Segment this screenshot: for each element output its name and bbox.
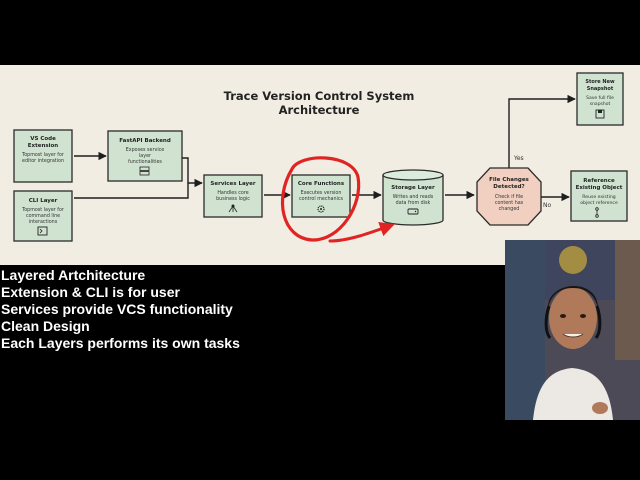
node-desc-line: Save full file: [586, 95, 614, 101]
node-desc-line: business logic: [216, 196, 250, 202]
node-file-changes-decision: File Changes Detected? Check if file con…: [476, 167, 542, 226]
bullet-item: Services provide VCS functionality: [1, 301, 233, 317]
node-title-line: Existing Object: [576, 185, 623, 191]
gear-icon: [317, 205, 325, 213]
arrow-cli-to-services: [74, 183, 189, 199]
node-vscode-extension: VS Code Extension Topmost layer for edit…: [13, 129, 73, 183]
node-title-line: Reference: [583, 178, 615, 184]
node-desc-line: object reference: [580, 200, 618, 206]
node-desc-line: changed: [499, 206, 520, 212]
diagram-title-line2: Architecture: [279, 103, 360, 117]
node-desc-line: Topmost layer for: [21, 207, 64, 213]
disk-icon: [407, 208, 419, 215]
server-icon: [139, 166, 150, 176]
arrow-fastapi-to-services: [182, 157, 203, 188]
webcam-presenter: [505, 240, 640, 420]
node-desc-line: Handles core: [217, 190, 248, 196]
node-services-layer: Services Layer Handles core business log…: [203, 174, 263, 218]
node-title-line: Detected?: [493, 184, 524, 190]
node-reference-existing: Reference Existing Object Reuse existing…: [570, 170, 628, 222]
branch-icon: [595, 207, 599, 218]
node-desc-line: content has: [495, 200, 524, 206]
node-desc-line: layer: [139, 153, 151, 159]
node-title-line: Services Layer: [210, 181, 255, 187]
node-title-line: File Changes: [489, 177, 529, 183]
no-label: No: [543, 202, 551, 209]
node-title-line: Extension: [28, 143, 59, 149]
architecture-diagram: Trace Version Control System Architectur…: [0, 65, 640, 265]
bullet-item: Clean Design: [1, 318, 90, 334]
yes-label: Yes: [513, 155, 524, 162]
node-fastapi-backend: FastAPI Backend Exposes service layer fu…: [107, 130, 183, 182]
bullet-list: Layered Artchitecture Extension & CLI is…: [1, 267, 501, 352]
node-cli-layer: CLI Layer Topmost layer for command line…: [13, 190, 73, 242]
node-core-functions: Core Functions Executes version control …: [291, 174, 351, 218]
node-title-line: Core Functions: [298, 181, 345, 187]
node-desc-line: snapshot: [590, 101, 611, 107]
node-desc-line: Exposes service: [126, 147, 165, 153]
node-desc-line: control mechanics: [299, 196, 343, 202]
node-title-line: CLI Layer: [29, 198, 58, 204]
red-highlight-annotation: [280, 156, 395, 243]
node-title-line: FastAPI Backend: [119, 138, 171, 144]
node-desc-line: Writes and reads: [393, 194, 434, 200]
node-title-line: Storage Layer: [391, 185, 435, 191]
node-desc-line: Check if file: [495, 194, 523, 200]
node-desc-line: interactions: [29, 219, 58, 225]
diagram-title-line1: Trace Version Control System: [224, 89, 415, 103]
save-icon: [595, 109, 605, 119]
node-desc-line: functionalities: [128, 159, 162, 165]
terminal-icon: [37, 226, 48, 236]
node-desc-line: command line: [26, 213, 60, 219]
bullet-item: Each Layers performs its own tasks: [1, 335, 240, 351]
node-title-line: Snapshot: [587, 86, 614, 92]
network-icon: [228, 204, 238, 213]
node-title-line: VS Code: [30, 136, 56, 142]
node-title-line: Store New: [585, 79, 615, 85]
bullet-item: Extension & CLI is for user: [1, 284, 180, 300]
bullet-item: Layered Artchitecture: [1, 267, 146, 283]
arrow-decision-yes: [508, 94, 576, 168]
node-store-snapshot: Store New Snapshot Save full file snapsh…: [576, 72, 624, 126]
node-storage-layer: Storage Layer Writes and reads data from…: [382, 169, 444, 226]
node-desc-line: data from disk: [396, 200, 431, 206]
node-desc-line: Reuse existing: [582, 194, 616, 200]
node-desc-line: Topmost layer for: [21, 152, 64, 158]
node-desc-line: Executes version: [301, 190, 342, 196]
node-desc-line: editor integration: [22, 158, 64, 164]
